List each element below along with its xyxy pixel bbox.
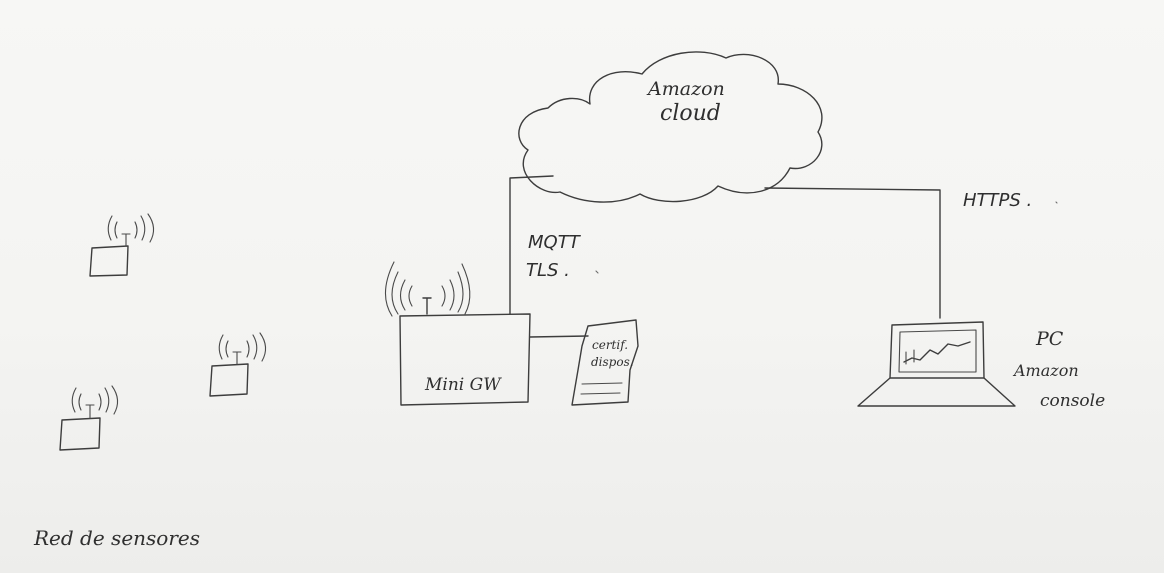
- sensor-antenna-icon: [71, 385, 119, 419]
- sensor-node-2: [209, 332, 267, 397]
- cloud-label-line1: Amazon: [646, 78, 725, 100]
- gateway-box: [399, 313, 531, 406]
- sensor-node-3: [59, 385, 119, 451]
- mini-gateway: Mini GW: [384, 261, 531, 406]
- sensor-box: [209, 363, 249, 397]
- pc-label-line1: PC: [1035, 328, 1064, 350]
- certificate-label-line2: dispos.: [591, 355, 634, 369]
- pc-label-line3: console: [1040, 391, 1105, 411]
- gateway-cert-link-line: [529, 335, 589, 338]
- https-link-line: [764, 187, 941, 319]
- sensor-node-1: [89, 213, 155, 277]
- cloud-outline: [518, 51, 823, 203]
- gateway-antenna-icon: [384, 261, 471, 317]
- device-certificate: certif. dispos.: [571, 319, 639, 406]
- sensor-antenna-icon: [107, 213, 155, 247]
- pc-label-line2: Amazon: [1012, 361, 1079, 380]
- certificate-page: [571, 319, 639, 406]
- certificate-label-line1: certif.: [592, 338, 628, 352]
- tls-label: TLS .: [526, 260, 570, 281]
- mqtt-link-line: [509, 175, 554, 315]
- sensor-antenna-icon: [218, 332, 267, 365]
- sensor-network-label: Red de sensores: [33, 526, 200, 550]
- laptop-base: [857, 377, 1016, 407]
- gateway-label: Mini GW: [424, 375, 502, 395]
- laptop-screen-inner: [898, 329, 977, 373]
- paper-mark: [1055, 201, 1058, 204]
- certificate-text-line: [580, 392, 621, 395]
- paper-mark: [595, 270, 599, 274]
- cloud-label-line2: cloud: [660, 101, 721, 126]
- sensor-box: [89, 245, 129, 277]
- sensor-box: [59, 417, 101, 451]
- certificate-text-line: [581, 382, 623, 385]
- https-label: HTTPS .: [963, 190, 1032, 211]
- pc-laptop: PC Amazon console: [857, 321, 1105, 411]
- connection-lines: [509, 175, 941, 338]
- chart-icon: [905, 349, 915, 365]
- amazon-cloud: Amazon cloud: [518, 51, 823, 203]
- mqtt-label: MQTT: [528, 232, 582, 253]
- chart-icon: [903, 341, 971, 363]
